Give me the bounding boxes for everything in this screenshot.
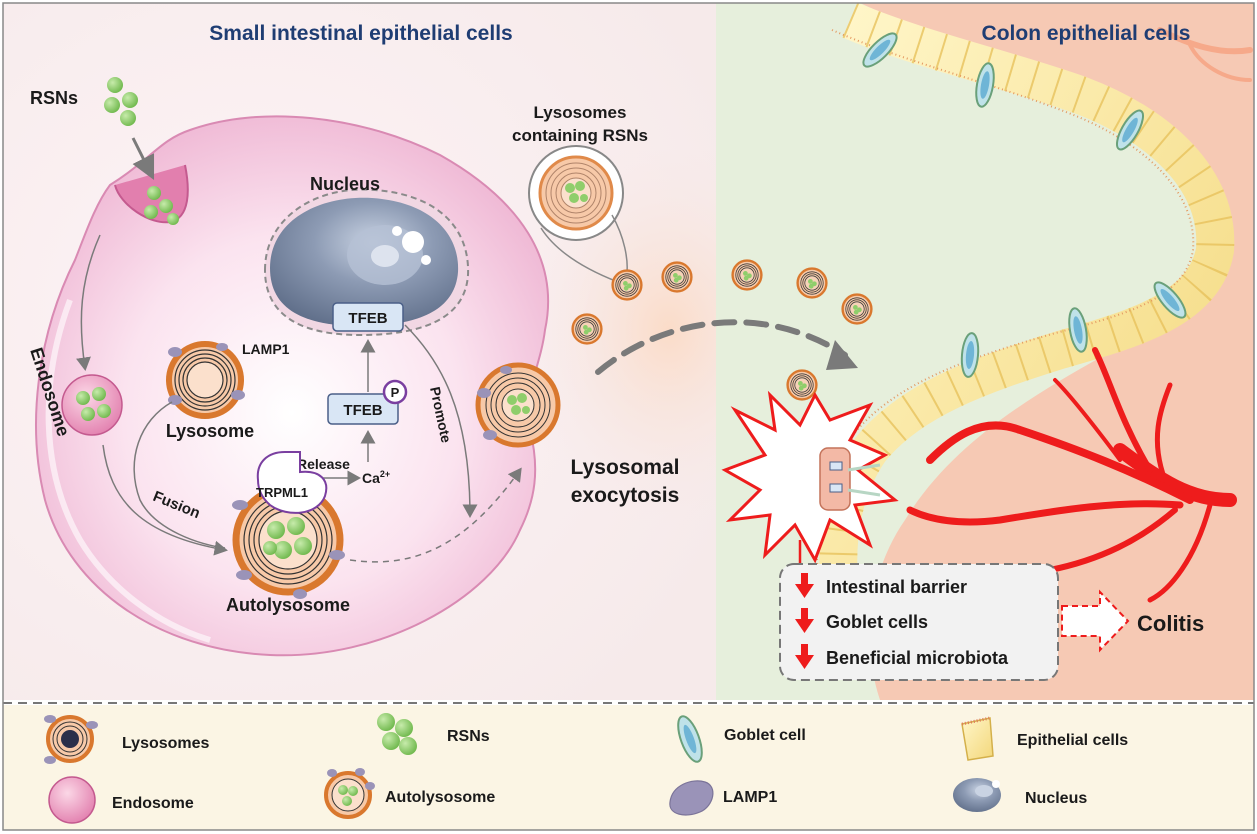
rsns-label: RSNs — [30, 88, 78, 108]
outcome-box — [779, 563, 1059, 681]
magnified-lysosome — [538, 155, 614, 231]
legend-nucleus-label: Nucleus — [1025, 790, 1087, 807]
legend-goblet-label: Goblet cell — [724, 727, 806, 744]
right-panel-title: Colon epithelial cells — [982, 22, 1191, 45]
lamp1-label: LAMP1 — [242, 341, 290, 357]
outcome-intestinal-barrier: Intestinal barrier — [826, 577, 967, 597]
damaged-junction — [819, 447, 881, 511]
legend-lamp1-icon — [669, 780, 714, 816]
legend-autolysosome-icon — [324, 768, 375, 819]
phosphate-label: P — [391, 385, 400, 400]
autolysosome — [232, 484, 345, 599]
legend-lysosome-icon — [44, 715, 98, 764]
ca-label: Ca2+ — [362, 469, 390, 486]
exocytosis-lysosome — [475, 362, 561, 448]
legend-nucleus-icon — [953, 778, 1001, 812]
tfeb-nuclear-box — [332, 302, 404, 332]
phosphate-badge — [382, 379, 408, 405]
exocytosis-label-1: Lysosomal — [571, 456, 680, 479]
rsns-cluster — [104, 77, 138, 126]
legend-goblet-icon — [677, 715, 703, 763]
legend-rsns-icon — [377, 713, 417, 755]
tfeb-phospho-label: TFEB — [343, 402, 382, 419]
outcome-beneficial-microbiota: Beneficial microbiota — [826, 648, 1009, 668]
lysosome-label: Lysosome — [166, 421, 254, 441]
left-panel-title: Small intestinal epithelial cells — [209, 22, 512, 45]
legend-panel — [3, 705, 1254, 830]
legend-rsns-label: RSNs — [447, 728, 490, 745]
lysosomes-containing-label-1: Lysosomes — [534, 103, 627, 122]
trpml1-label: TRPML1 — [256, 485, 308, 500]
damage-burst — [721, 390, 899, 564]
legend-endosome-icon — [48, 776, 96, 824]
trpml1-channel — [256, 451, 328, 514]
autolysosome-label: Autolysosome — [226, 595, 350, 615]
nucleus-label: Nucleus — [310, 174, 380, 194]
legend-lamp1-label: LAMP1 — [723, 789, 777, 806]
release-label: Release — [297, 456, 350, 472]
tfeb-nuclear-label: TFEB — [348, 310, 387, 327]
legend-autolysosome-label: Autolysosome — [385, 789, 495, 806]
legend-epithelial-label: Epithelial cells — [1017, 732, 1128, 749]
outcome-goblet-cells: Goblet cells — [826, 612, 928, 632]
lysosome — [166, 341, 245, 419]
exocytosis-label-2: exocytosis — [571, 484, 680, 507]
colitis-label: Colitis — [1137, 611, 1204, 636]
legend-endosome-label: Endosome — [112, 795, 194, 812]
endosome — [61, 374, 123, 436]
tfeb-phospho-box — [327, 393, 399, 425]
outcome-arrows — [795, 573, 814, 669]
legend-lysosomes-label: Lysosomes — [122, 735, 210, 752]
blood-vessels — [906, 27, 1253, 603]
legend: Lysosomes RSNs Goblet cell Epithelial ce… — [44, 713, 1128, 824]
lysosomes-containing-label-2: containing RSNs — [512, 126, 648, 145]
legend-epithelial-icon — [961, 716, 994, 761]
colitis-arrow — [1061, 589, 1130, 653]
transport-arrow — [595, 319, 848, 375]
goblet-cells — [862, 32, 1187, 378]
